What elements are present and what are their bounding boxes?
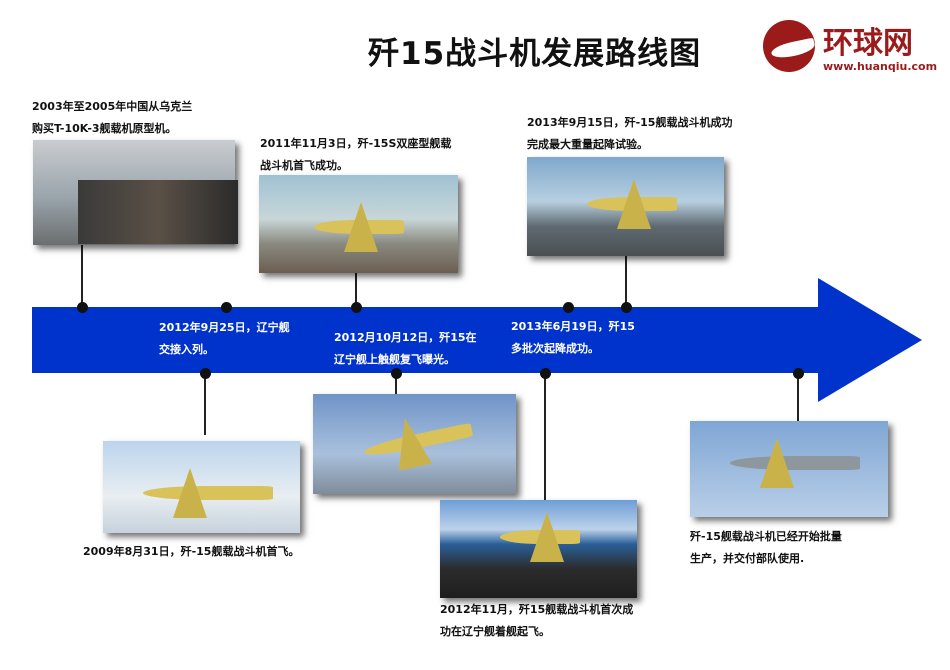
photo-carrier-deck-test [527,157,724,256]
connector-line [797,373,799,421]
timeline-dot [621,302,632,313]
caption-line: 2012月10月12日，歼15在 [334,331,477,344]
connector-line [395,373,397,394]
caption-line: 生产，并交付部队使用. [690,552,805,565]
caption-line: 2013年9月15日，歼-15舰载战斗机成功 [527,116,733,129]
caption-line: 交接入列。 [159,343,214,356]
timeline-dot [391,368,402,379]
timeline-dot [77,302,88,313]
connector-line [355,273,357,307]
photo-j15-first-flight [103,441,300,533]
caption-line: 2009年8月31日，歼-15舰载战斗机首飞。 [83,545,300,558]
photo-t10k3-hangar [33,140,238,245]
connector-line [625,256,627,307]
event-caption: 2013年9月15日，歼-15舰载战斗机成功 完成最大重量起降试验。 [527,112,732,156]
event-caption: 歼-15舰载战斗机已经开始批量 生产，并交付部队使用. [690,526,842,570]
caption-line: 多批次起降成功。 [511,342,599,355]
event-caption: 2011年11月3日，歼-15S双座型舰载 战斗机首飞成功。 [260,133,451,177]
caption-line: 功在辽宁舰着舰起飞。 [440,625,550,638]
event-caption: 2012年11月，歼15舰载战斗机首次成 功在辽宁舰着舰起飞。 [440,599,633,643]
event-caption: 2012月10月12日，歼15在 辽宁舰上触舰复飞曝光。 [334,327,477,371]
timeline-dot [793,368,804,379]
timeline-dot [351,302,362,313]
timeline-dot [563,302,574,313]
caption-line: 购买T-10K-3舰载机原型机。 [32,122,177,135]
page-title: 歼15战斗机发展路线图 [368,36,702,72]
caption-line: 战斗机首飞成功。 [260,159,348,172]
connector-line [544,373,546,500]
caption-line: 辽宁舰上触舰复飞曝光。 [334,353,455,366]
logo-url: www.huanqiu.com [823,60,938,73]
event-caption: 2013年6月19日，歼15 多批次起降成功。 [511,316,635,360]
logo-name: 环球网 [823,26,913,61]
people-group [78,180,238,244]
caption-line: 2011年11月3日，歼-15S双座型舰载 [260,137,452,150]
event-caption: 2009年8月31日，歼-15舰载战斗机首飞。 [83,541,299,563]
photo-batch-production [690,421,888,517]
timeline-arrowhead [818,278,922,402]
timeline-dot [200,368,211,379]
timeline-bar [32,307,819,373]
photo-carrier-landing [440,500,637,598]
caption-line: 2012年9月25日，辽宁舰 [159,321,290,334]
timeline-dot [540,368,551,379]
connector-line [81,245,83,307]
caption-line: 歼-15舰载战斗机已经开始批量 [690,530,842,543]
event-caption: 2012年9月25日，辽宁舰 交接入列。 [159,317,290,361]
logo-emblem-icon [763,20,815,72]
caption-line: 完成最大重量起降试验。 [527,138,648,151]
huanqiu-logo[interactable]: 环球网 www.huanqiu.com [763,18,937,78]
caption-line: 2003年至2005年中国从乌克兰 [32,100,193,113]
timeline-dot [221,302,232,313]
connector-line [204,373,206,435]
event-caption: 2003年至2005年中国从乌克兰 购买T-10K-3舰载机原型机。 [32,96,192,140]
photo-touch-and-go [313,394,516,494]
caption-line: 2013年6月19日，歼15 [511,320,635,333]
photo-j15s-runway [259,175,458,273]
caption-line: 2012年11月，歼15舰载战斗机首次成 [440,603,634,616]
